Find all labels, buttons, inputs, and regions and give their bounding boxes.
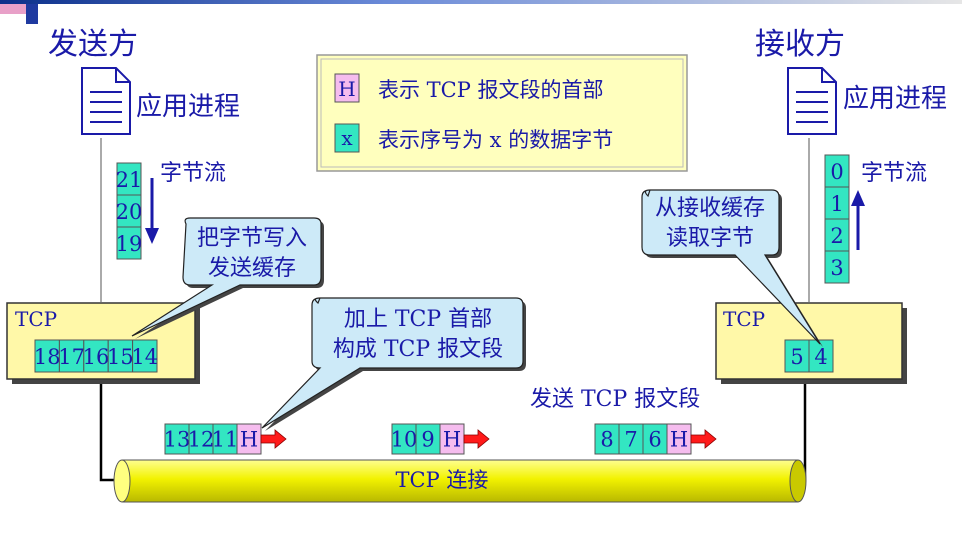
segment-byte-box <box>618 423 644 455</box>
tcp-connection-label: TCP 连接 <box>396 468 489 492</box>
segment-send-arrow-icon <box>690 429 717 449</box>
segment-send-arrow-icon <box>260 429 287 449</box>
segment-byte: 13 <box>164 428 191 452</box>
segment-byte: 8 <box>600 428 613 452</box>
receiver-stream-byte: 2 <box>830 224 843 248</box>
callout-read-line1: 从接收缓存 <box>655 196 765 221</box>
legend-byte-text: 表示序号为 x 的数据字节 <box>378 128 613 152</box>
sender-buffer-byte: 14 <box>131 345 158 369</box>
segment-byte-box <box>415 423 441 455</box>
segment-send-arrow-icon <box>463 429 490 449</box>
sender-buffer-byte: 18 <box>34 345 61 369</box>
sender-process-label: 应用进程 <box>136 92 240 122</box>
legend-header-text: 表示 TCP 报文段的首部 <box>378 78 604 102</box>
receiver-stream-column: 0 1 2 3 <box>824 154 850 284</box>
sender-document-icon <box>81 67 131 135</box>
segment-byte-box <box>212 423 238 455</box>
segment-byte-box <box>594 423 620 455</box>
tcp-connection-pipe <box>113 459 807 503</box>
sender-stream-byte-box <box>116 226 142 260</box>
segment-header: H <box>443 428 461 452</box>
receiver-stream-label: 字节流 <box>861 161 927 186</box>
callout-write-line2: 发送缓存 <box>208 256 296 281</box>
sender-buffer-byte: 17 <box>58 345 85 369</box>
callout-read-buffer <box>641 189 823 347</box>
receiver-stream-byte-box <box>824 250 850 284</box>
segment-byte: 7 <box>624 428 637 452</box>
legend-byte-symbol: x <box>341 126 353 150</box>
sender-stream-byte: 21 <box>116 168 143 192</box>
receiver-stream-byte: 1 <box>830 192 843 216</box>
receiver-stream-up-arrow-icon <box>851 190 865 250</box>
corner-accent-blue <box>26 4 38 24</box>
receiver-stream-byte-box <box>824 218 850 252</box>
callout-add-header <box>261 297 526 431</box>
sender-stream-column: 21 20 19 <box>116 162 143 260</box>
sender-tcp-label: TCP <box>15 307 57 331</box>
sender-stream-byte-box <box>116 194 142 228</box>
receiver-stream-byte: 3 <box>830 256 843 280</box>
receiver-tcp-label: TCP <box>723 307 765 331</box>
sender-stream-byte: 19 <box>116 232 143 256</box>
receiver-process-label: 应用进程 <box>843 84 947 114</box>
sender-buffer-byte: 15 <box>107 345 134 369</box>
receiver-document-icon <box>787 67 837 135</box>
segment-header: H <box>240 428 258 452</box>
sender-buffer-byte-box <box>34 339 60 373</box>
callout-header-line1: 加上 TCP 首部 <box>344 307 492 332</box>
callout-write-buffer <box>131 217 324 339</box>
send-segment-label: 发送 TCP 报文段 <box>530 387 700 412</box>
callout-read-line2: 读取字节 <box>666 226 754 251</box>
segment-byte: 10 <box>391 428 418 452</box>
sender-stream-down-arrow-icon <box>145 178 159 244</box>
callout-header-line2: 构成 TCP 报文段 <box>333 337 503 362</box>
sender-stream-byte: 20 <box>116 200 143 224</box>
sender-title: 发送方 <box>48 27 138 62</box>
sender-buffer-byte: 16 <box>83 345 110 369</box>
segment-byte: 12 <box>188 428 215 452</box>
legend-header-swatch <box>334 73 360 103</box>
sender-stream-byte-box <box>116 162 142 196</box>
corner-accent-bar <box>0 0 962 4</box>
corner-accent-pink <box>0 4 26 14</box>
receiver-buffer-byte: 5 <box>790 345 803 369</box>
segment-byte: 11 <box>212 428 239 452</box>
segment-byte: 9 <box>421 428 434 452</box>
sender-buffer-byte-box <box>83 339 109 373</box>
segment-byte-box <box>188 423 214 455</box>
receiver-buffer-byte: 4 <box>814 345 827 369</box>
receiver-stream-byte-box <box>824 154 850 188</box>
sender-buffer-byte-box <box>107 339 134 373</box>
sender-buffer-byte-box <box>58 339 85 373</box>
segment-byte: 6 <box>648 428 661 452</box>
receiver-title: 接收方 <box>755 27 845 62</box>
legend-header-symbol: H <box>338 77 355 101</box>
callout-write-line1: 把字节写入 <box>197 226 307 251</box>
sender-stream-label: 字节流 <box>160 161 226 186</box>
segment-byte-box <box>642 423 668 455</box>
legend-byte-swatch <box>334 123 360 153</box>
legend-box: H 表示 TCP 报文段的首部 x 表示序号为 x 的数据字节 <box>316 54 688 172</box>
receiver-stream-byte: 0 <box>830 160 843 184</box>
segment-header: H <box>670 428 688 452</box>
sender-buffer-byte-box <box>132 339 158 373</box>
receiver-buffer-byte-box <box>808 339 834 373</box>
segment-byte-box <box>164 423 190 455</box>
